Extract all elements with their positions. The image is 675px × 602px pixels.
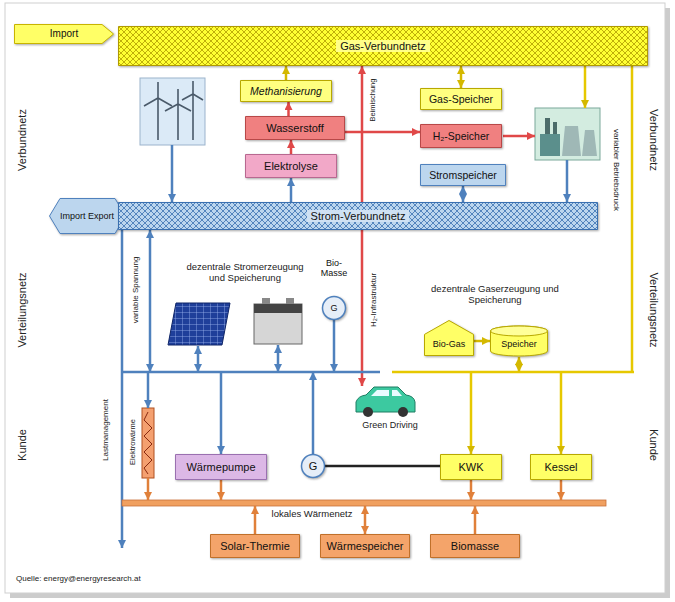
level-label: Verteilungsnetz (648, 272, 661, 347)
connector (325, 465, 440, 468)
gas-network-band: Gas-Verbundnetz (118, 26, 648, 66)
connector (345, 131, 420, 134)
car-label: Green Driving (345, 420, 435, 430)
connector (285, 66, 288, 80)
generator-circle: G (301, 454, 325, 478)
solar-panel (168, 303, 230, 345)
gas-lines (392, 66, 634, 454)
connector (290, 178, 293, 202)
level-label: Verbundnetz (648, 109, 661, 171)
connector (287, 102, 290, 116)
level-label: Verbundnetz (16, 109, 29, 171)
flow-label: Lastmanagement (101, 399, 110, 461)
heat-source-box: Biomasse (430, 534, 520, 558)
connector (474, 340, 490, 343)
power-network-band: Strom-Verbundnetz (118, 202, 598, 230)
electric-heater (142, 408, 154, 478)
node-label: Import Export (60, 211, 114, 221)
node-label: H₂-Speicher (433, 130, 490, 142)
level-label: Verteilungsnetz (16, 272, 29, 347)
node-label: Methanisierung (250, 85, 322, 97)
heat-source-box: Solar-Thermie (210, 534, 300, 558)
heat-storage-box: Wärmespeicher (320, 534, 410, 558)
heater-label: Elektrowärme (129, 419, 138, 465)
node-heading: Bio-Masse (314, 258, 354, 279)
power-plant (535, 108, 600, 160)
flow-label: Beimischung (369, 79, 378, 122)
node-label: Bio-Gas (433, 339, 466, 349)
flow-label: H₂-Infrastruktur (369, 273, 378, 327)
import-export-arrow: Import Export (49, 198, 126, 234)
node-label: Gas-Verbundnetz (336, 40, 430, 53)
network-label: lokales Wärmenetz (262, 509, 362, 520)
node-label: Stromspeicher (429, 169, 497, 181)
node-label: Wärmepumpe (186, 461, 255, 474)
node-label: Kessel (544, 461, 577, 474)
car (356, 387, 415, 417)
node-label: Wärmespeicher (326, 540, 403, 553)
heat-network (122, 478, 606, 534)
flow-label: variabler Betriebsdruck (611, 129, 620, 211)
storage-box: Stromspeicher (420, 164, 506, 186)
node-label: Import (50, 28, 78, 40)
generator-circle: Bio-MasseG (314, 258, 354, 320)
process-box: Elektrolyse (245, 154, 337, 178)
storage-box: Gas-Speicher (420, 88, 502, 110)
process-box: KWK (440, 454, 502, 480)
process-box: Wasserstoff (245, 116, 345, 140)
node-label: Solar-Thermie (220, 540, 290, 553)
panel (5, 3, 665, 593)
node-label: Gas-Speicher (429, 93, 493, 105)
gas-tank: Speicher (490, 326, 548, 356)
import-arrow: Import (14, 24, 114, 44)
node-label: Strom-Verbundnetz (307, 210, 410, 223)
process-box: Wärmepumpe (175, 454, 267, 480)
node-label: Wasserstoff (266, 122, 323, 135)
biogas-plant: Bio-Gas (424, 320, 474, 356)
node-label: Biomasse (451, 540, 499, 553)
node-label: G (330, 296, 337, 320)
connector (462, 186, 465, 202)
section-label: dezentrale Gaserzeugung und Speicherung (425, 284, 565, 306)
node-label: KWK (458, 461, 483, 474)
node-label: Elektrolyse (264, 160, 318, 173)
wind-turbines (140, 78, 205, 145)
level-label: Kunde (648, 429, 661, 461)
process-box: Methanisierung (240, 80, 332, 102)
node-label: Speicher (501, 339, 537, 349)
connector (290, 140, 293, 154)
node-label: G (309, 460, 318, 473)
section-label: dezentrale Stromerzeugung und Speicherun… (180, 262, 310, 284)
storage-box: H₂-Speicher (420, 124, 502, 148)
biogas-plant-outline (424, 320, 474, 356)
source-note: Quelle: energy@energyresearch.at (16, 574, 276, 583)
process-box: Kessel (530, 454, 592, 480)
battery (254, 298, 302, 344)
level-label: Kunde (16, 429, 29, 461)
connector (460, 66, 463, 88)
flow-label: variable Spannung (131, 257, 140, 324)
